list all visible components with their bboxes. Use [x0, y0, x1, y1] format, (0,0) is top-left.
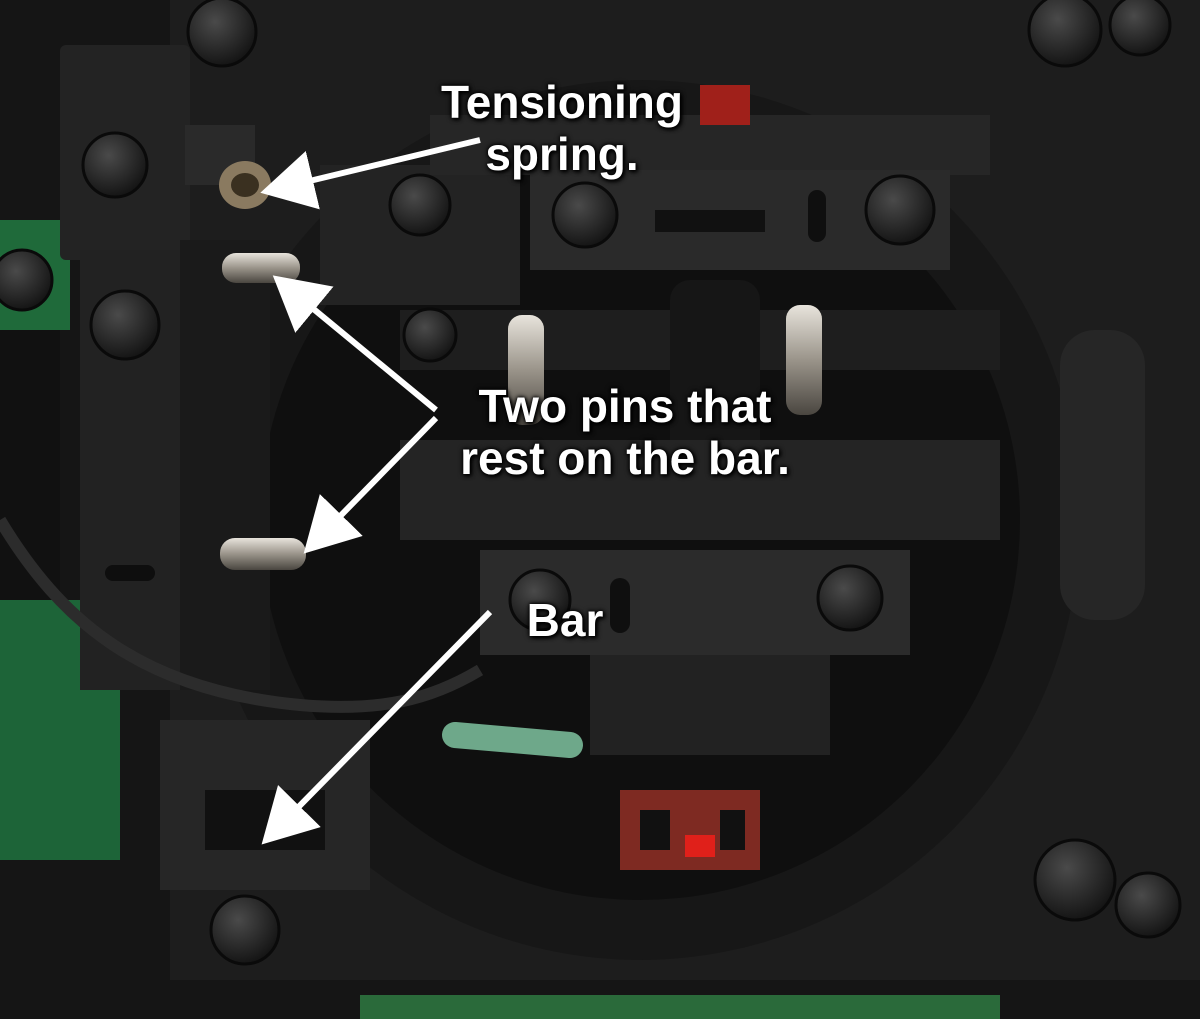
- annotation-arrows: [260, 137, 493, 845]
- bar-label: Bar: [505, 594, 625, 646]
- spring-arrow: [260, 137, 481, 210]
- pin-center-right: [786, 305, 822, 415]
- pins-label: Two pins that rest on the bar.: [420, 380, 830, 484]
- pins-label-line1: Two pins that: [478, 380, 772, 432]
- gimbal-center: [320, 115, 1145, 755]
- tensioning-spring-label: Tensioning spring.: [412, 76, 712, 180]
- pin-lower: [220, 538, 306, 570]
- tensioning-spring-label-line2: spring.: [485, 128, 639, 180]
- pin-arrow-lower: [303, 415, 439, 554]
- black-wire: [0, 516, 484, 713]
- red-part-bottom: [620, 790, 760, 870]
- bar-label-line1: Bar: [526, 594, 604, 646]
- bar-arrow: [261, 609, 493, 845]
- tensioning-spring-label-line1: Tensioning: [441, 76, 683, 128]
- pin-arrow-upper: [272, 275, 438, 413]
- screws: [0, 0, 1182, 966]
- pins-label-line2: rest on the bar.: [460, 432, 790, 484]
- red-part-top: [700, 85, 750, 125]
- pin-center-left: [508, 315, 544, 425]
- green-wire: [442, 722, 583, 758]
- tensioning-spring: [185, 125, 271, 209]
- pin-upper: [222, 253, 300, 283]
- pcb-bottom: [360, 995, 1000, 1019]
